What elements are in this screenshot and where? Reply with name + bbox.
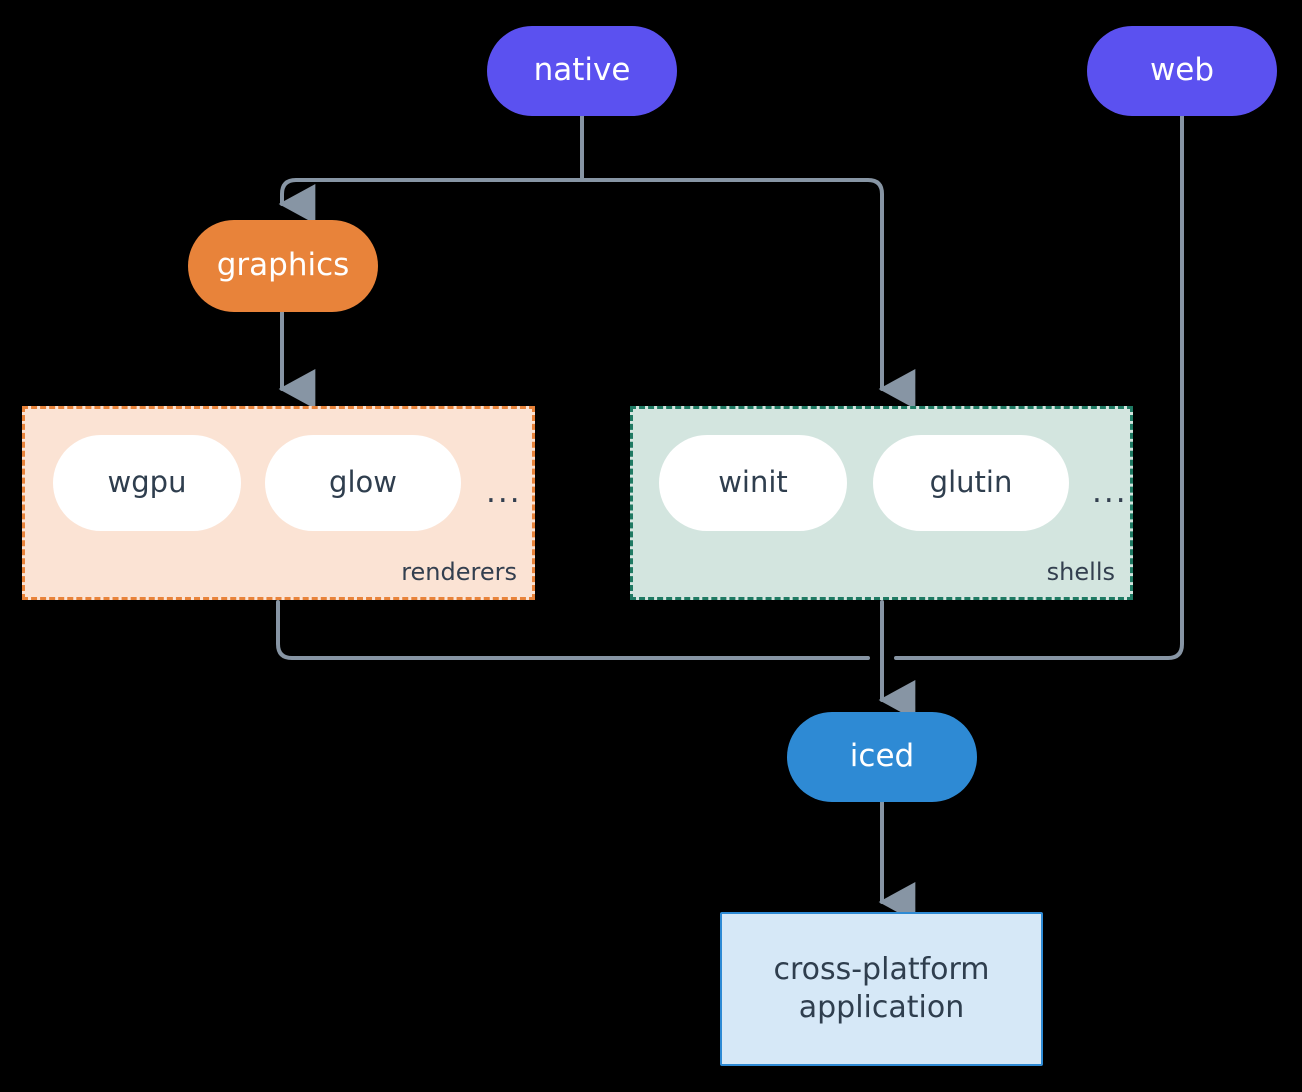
node-graphics[interactable]: graphics — [188, 220, 378, 312]
group-renderers-label: renderers — [401, 558, 517, 586]
edge-renderers-to-iced — [276, 600, 870, 660]
node-glutin[interactable]: glutin — [873, 435, 1069, 531]
shells-overflow-ellipsis: ... — [1092, 474, 1128, 510]
group-renderers: wgpu glow ... renderers — [22, 406, 535, 600]
node-glutin-label: glutin — [929, 465, 1013, 500]
node-glow-label: glow — [329, 465, 397, 500]
node-graphics-label: graphics — [216, 247, 350, 284]
node-wgpu-label: wgpu — [107, 465, 187, 500]
node-iced-label: iced — [849, 738, 915, 775]
node-native[interactable]: native — [487, 26, 677, 116]
edge-native-to-shells — [580, 178, 916, 409]
node-iced[interactable]: iced — [787, 712, 977, 802]
renderers-overflow-ellipsis: ... — [486, 474, 522, 510]
edge-native-to-graphics — [278, 178, 584, 224]
node-winit-label: winit — [718, 465, 788, 500]
group-shells: winit glutin ... shells — [630, 406, 1133, 600]
node-winit[interactable]: winit — [659, 435, 847, 531]
node-web-label: web — [1149, 52, 1215, 89]
node-glow[interactable]: glow — [265, 435, 461, 531]
node-wgpu[interactable]: wgpu — [53, 435, 241, 531]
node-native-label: native — [533, 52, 631, 89]
group-shells-label: shells — [1046, 558, 1115, 586]
node-web[interactable]: web — [1087, 26, 1277, 116]
node-application[interactable]: cross-platform application — [720, 912, 1043, 1066]
node-application-label: cross-platform application — [773, 951, 990, 1025]
